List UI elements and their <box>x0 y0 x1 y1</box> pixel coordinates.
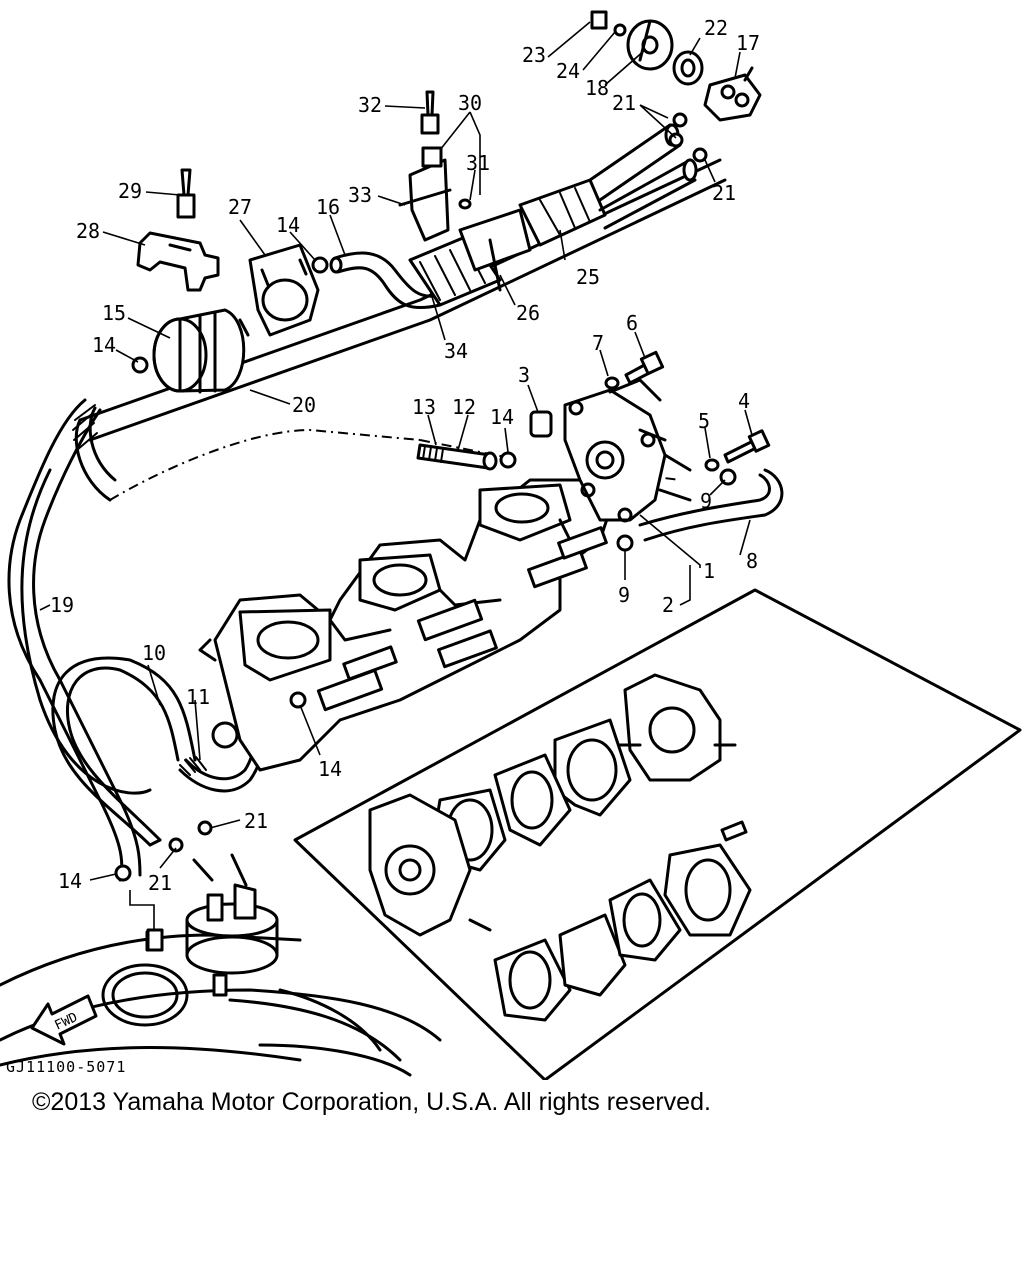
callout-19: 19 <box>50 593 74 617</box>
callout-5: 5 <box>698 409 710 433</box>
fuel-tank <box>0 933 442 1077</box>
fuel-filler-neck <box>101 963 189 1027</box>
hose-8 <box>638 468 784 542</box>
pump-kit-outline <box>293 588 1022 1080</box>
bracket-28 <box>136 231 220 292</box>
callout-24: 24 <box>556 59 580 83</box>
callout-23: 23 <box>522 43 546 67</box>
washer-7 <box>604 376 620 390</box>
washer-31 <box>458 198 472 210</box>
callout-32: 32 <box>358 93 382 117</box>
washer-24 <box>613 23 627 37</box>
fuel-filter-15 <box>152 308 250 394</box>
callout-30: 30 <box>458 91 482 115</box>
screw-23 <box>590 10 608 30</box>
callout-21-tank: 21 <box>148 871 172 895</box>
callout-14-center: 14 <box>490 405 514 429</box>
callout-8: 8 <box>746 549 758 573</box>
callout-28: 28 <box>76 219 100 243</box>
callout-10: 10 <box>142 641 166 665</box>
hose-route-dashed-2 <box>419 439 681 481</box>
callout-25: 25 <box>576 265 600 289</box>
fuel-cock-17 <box>703 66 762 122</box>
callout-21-lower: 21 <box>244 809 268 833</box>
callout-14-bottom: 14 <box>318 757 342 781</box>
knob-18 <box>626 19 674 71</box>
callout-15: 15 <box>102 301 126 325</box>
callout-13: 13 <box>412 395 436 419</box>
callout-21-right: 21 <box>712 181 736 205</box>
callout-16: 16 <box>316 195 340 219</box>
bolt-29 <box>176 168 196 219</box>
callout-29: 29 <box>118 179 142 203</box>
hose-16 <box>329 251 442 310</box>
callout-22: 22 <box>704 16 728 40</box>
callout-17: 17 <box>736 31 760 55</box>
fuel-system-exploded-diagram: FWD <box>0 10 1022 1080</box>
callout-1: 1 <box>703 559 715 583</box>
clamps <box>114 112 737 952</box>
callout-14-tank: 14 <box>58 869 82 893</box>
callout-26: 26 <box>516 301 540 325</box>
callout-27: 27 <box>228 195 252 219</box>
clip-30 <box>398 146 452 242</box>
callout-20: 20 <box>292 393 316 417</box>
spacer-3 <box>529 410 553 438</box>
callout-14-top: 14 <box>276 213 300 237</box>
hose-10 <box>51 656 197 847</box>
callout-9-lower: 9 <box>618 583 630 607</box>
callout-2: 2 <box>662 593 674 617</box>
callout-12: 12 <box>452 395 476 419</box>
washer-5 <box>704 458 720 472</box>
fwd-arrow-icon: FWD <box>30 994 98 1046</box>
protector-26 <box>458 208 532 292</box>
diagram-code: GJ11100-5071 <box>6 1058 127 1076</box>
callout-6: 6 <box>626 311 638 335</box>
callout-33: 33 <box>348 183 372 207</box>
callout-4: 4 <box>738 389 750 413</box>
intake-manifold <box>198 478 612 772</box>
copyright-notice: ©2013 Yamaha Motor Corporation, U.S.A. A… <box>32 1088 711 1116</box>
callout-9-upper: 9 <box>700 489 712 513</box>
callout-11: 11 <box>186 685 210 709</box>
callout-34: 34 <box>444 339 468 363</box>
callout-31: 31 <box>466 151 490 175</box>
bolt-6 <box>624 350 665 385</box>
leader-lines <box>39 21 753 930</box>
bolt-32 <box>420 90 440 135</box>
protector-25 <box>518 178 607 247</box>
callout-18: 18 <box>585 76 609 100</box>
seal-22 <box>672 50 704 86</box>
callout-labels: 1 2 3 4 5 6 7 8 9 9 10 11 12 13 14 14 14… <box>50 16 760 895</box>
callout-14-left: 14 <box>92 333 116 357</box>
bolt-4 <box>723 429 771 464</box>
pump-kit-parts <box>368 673 752 1022</box>
callout-21-upper: 21 <box>612 91 636 115</box>
hose-route-dashed <box>109 428 421 501</box>
hoses-to-tap <box>588 123 698 230</box>
fuel-pump-1 <box>563 378 692 523</box>
filter-holder-27 <box>248 243 320 337</box>
callout-3: 3 <box>518 363 530 387</box>
hose-12 <box>416 443 498 471</box>
callout-7: 7 <box>592 331 604 355</box>
